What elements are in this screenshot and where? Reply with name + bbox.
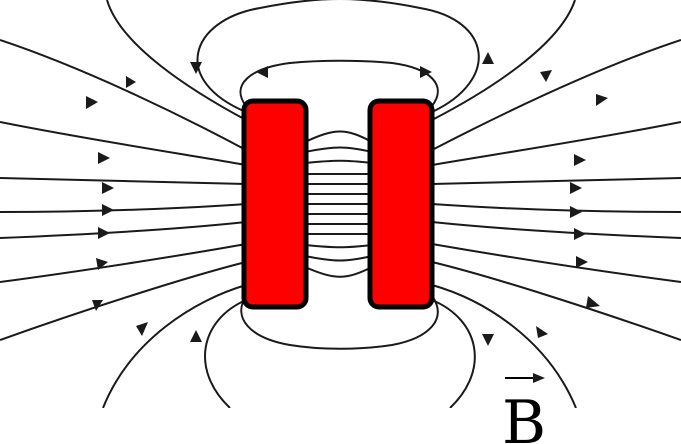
bottom-outer-loop bbox=[431, 299, 476, 408]
right-line bbox=[431, 39, 681, 151]
arrowhead bbox=[570, 182, 582, 194]
bottom-outer-loop bbox=[204, 299, 247, 408]
left-line bbox=[0, 177, 247, 185]
arrowhead bbox=[574, 154, 586, 166]
interior-line bbox=[304, 255, 373, 262]
vector-arrow-head bbox=[533, 373, 545, 383]
arrowhead bbox=[102, 204, 114, 216]
left-line bbox=[0, 121, 247, 166]
bottom-loops bbox=[204, 295, 476, 408]
left-line bbox=[0, 243, 247, 283]
arrowhead bbox=[98, 152, 110, 164]
arrowhead bbox=[256, 66, 268, 78]
arrowhead bbox=[126, 76, 136, 88]
arrowhead bbox=[102, 182, 114, 194]
left-field-lines bbox=[0, 39, 247, 408]
left-line bbox=[0, 261, 247, 341]
right-line bbox=[431, 203, 681, 213]
arrowhead bbox=[574, 228, 586, 240]
interior-line bbox=[304, 130, 373, 143]
right-coil bbox=[367, 98, 435, 310]
interior-line bbox=[304, 266, 373, 278]
arrowhead bbox=[190, 330, 202, 342]
interior-line bbox=[304, 146, 373, 153]
right-line bbox=[431, 177, 681, 185]
right-line bbox=[431, 121, 681, 166]
arrowhead bbox=[536, 326, 548, 338]
vector-symbol: B bbox=[502, 388, 546, 444]
left-line bbox=[0, 203, 247, 213]
left-line bbox=[0, 221, 247, 239]
arrowhead bbox=[96, 258, 108, 270]
left-coil bbox=[241, 98, 309, 310]
arrowhead bbox=[482, 52, 494, 64]
arrowhead bbox=[540, 70, 552, 82]
interior-line bbox=[304, 244, 373, 249]
right-line bbox=[431, 221, 681, 239]
arrowhead bbox=[596, 94, 608, 106]
vector-label: B bbox=[502, 373, 546, 444]
right-line bbox=[431, 261, 681, 341]
arrowhead bbox=[98, 227, 110, 239]
field-arrowheads bbox=[86, 52, 608, 346]
arrowhead bbox=[86, 96, 98, 109]
arrowhead bbox=[420, 66, 432, 78]
arrowhead bbox=[190, 62, 202, 74]
left-line bbox=[0, 39, 247, 151]
arrowhead bbox=[570, 206, 582, 218]
interior-line bbox=[304, 159, 373, 164]
arrowhead bbox=[576, 256, 588, 268]
arrowhead bbox=[586, 296, 600, 308]
top-outer-loop bbox=[431, 0, 576, 121]
left-line bbox=[102, 284, 247, 408]
field-lines bbox=[0, 0, 681, 408]
top-middle-loop bbox=[196, 0, 480, 113]
top-loops bbox=[106, 0, 576, 121]
right-line bbox=[431, 243, 681, 283]
coils bbox=[241, 98, 435, 310]
interior-field-lines bbox=[304, 130, 373, 278]
arrowhead bbox=[92, 300, 103, 311]
top-outer-loop bbox=[106, 0, 247, 121]
top-inner-loop bbox=[239, 59, 439, 107]
arrowhead bbox=[482, 334, 494, 346]
arrowhead bbox=[136, 322, 148, 336]
bottom-inner-loop bbox=[240, 295, 439, 350]
right-line bbox=[431, 284, 577, 408]
right-field-lines bbox=[431, 39, 681, 408]
